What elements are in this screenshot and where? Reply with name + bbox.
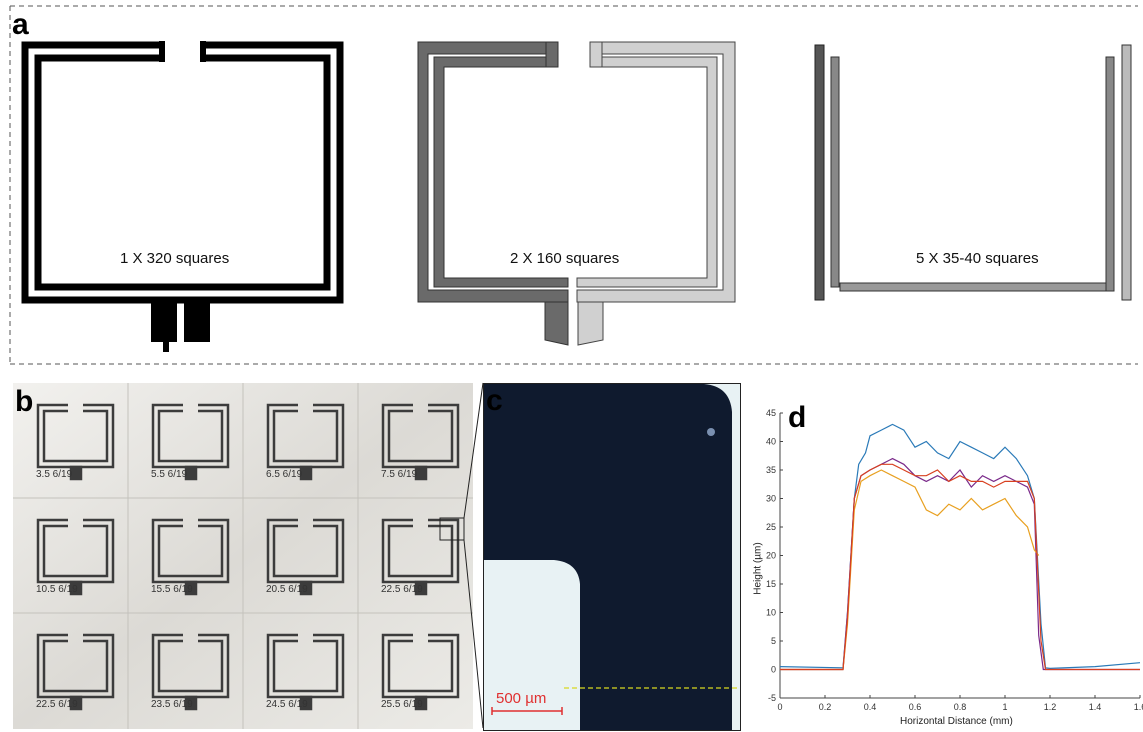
y-tick-label: 40 (766, 437, 776, 447)
printed-antenna-inner (157, 639, 224, 693)
printed-antenna-inner (157, 524, 224, 578)
printed-antenna-inner (387, 639, 454, 693)
y-tick-label: 20 (766, 551, 776, 561)
printed-antenna-inner (272, 524, 339, 578)
micrograph-image (484, 384, 740, 730)
antenna-feed (184, 465, 198, 481)
scale-bar-label: 500 µm (496, 690, 547, 707)
antenna-design-3 (814, 44, 1132, 301)
antenna-feed (414, 465, 428, 481)
x-tick-label: 0.8 (954, 702, 967, 712)
series-line-2 (780, 457, 1140, 671)
printed-antenna-inner (387, 524, 454, 578)
antenna-feed (69, 580, 83, 596)
x-tick-label: 0.6 (909, 702, 922, 712)
x-tick-label: 0.2 (819, 702, 832, 712)
y-tick-label: 5 (771, 636, 776, 646)
height-profile-chart: 00.20.40.60.811.21.41.6-5051015202530354… (766, 408, 1143, 712)
tile-label: 23.5 6/19 (151, 699, 193, 710)
tile-label: 3.5 6/19 (36, 469, 73, 480)
panel-b-letter: b (15, 385, 34, 418)
printed-antenna-inner (157, 409, 224, 463)
printed-antenna-inner (42, 524, 109, 578)
antenna-feed (299, 465, 313, 481)
tile-label: 20.5 6/19 (266, 584, 308, 595)
design-3-caption: 5 X 35-40 squares (916, 250, 1039, 267)
tile-label: 15.5 6/19 (151, 584, 193, 595)
zoom-connector (463, 382, 484, 729)
panel-d-chart: d 00.20.40.60.811.21.41.6-50510152025303… (750, 383, 1143, 732)
series-line-4 (780, 463, 1140, 671)
tile-label: 22.5 6/19 (381, 584, 423, 595)
printed-antenna-inner (42, 409, 109, 463)
tile-label: 5.5 6/19 (151, 469, 188, 480)
printed-antenna-inner (42, 639, 109, 693)
printed-antenna-inner (272, 409, 339, 463)
antenna-feed (69, 695, 83, 711)
x-tick-label: 0 (777, 702, 782, 712)
panel-b-photo: 3.5 6/19 5.5 6/19 6.5 6/19 7.5 6/19 10.5 6/1… (13, 383, 473, 729)
antenna-design-2 (417, 41, 736, 346)
antenna-feed (69, 465, 83, 481)
tile-label: 24.5 6/19 (266, 699, 308, 710)
y-tick-label: 10 (766, 608, 776, 618)
x-tick-label: 1.4 (1089, 702, 1102, 712)
antenna-design-1 (21, 41, 344, 352)
design-2-caption: 2 X 160 squares (510, 250, 620, 267)
y-tick-label: -5 (768, 693, 776, 703)
panel-c-letter: c (486, 384, 503, 417)
panel-c-micrograph: c 500 µm (483, 383, 741, 731)
x-tick-label: 1.6 (1134, 702, 1143, 712)
x-tick-label: 0.4 (864, 702, 877, 712)
antenna-feed (299, 695, 313, 711)
x-tick-label: 1.2 (1044, 702, 1057, 712)
x-tick-label: 1 (1002, 702, 1007, 712)
y-axis-label: Height (µm) (752, 542, 764, 595)
antenna-feed (299, 580, 313, 596)
photo-tiles (13, 383, 473, 729)
x-axis-label: Horizontal Distance (mm) (900, 716, 1013, 727)
antenna-feed (184, 695, 198, 711)
y-tick-label: 45 (766, 408, 776, 418)
design-1-caption: 1 X 320 squares (120, 250, 230, 267)
tile-label: 7.5 6/19 (381, 469, 418, 480)
series-line-1 (779, 423, 1141, 670)
y-tick-label: 0 (771, 665, 776, 675)
antenna-feed (184, 580, 198, 596)
antenna-feed (414, 695, 428, 711)
tile-label: 10.5 6/19 (36, 584, 78, 595)
y-tick-label: 35 (766, 465, 776, 475)
panel-a-letter: a (12, 8, 29, 41)
printed-antenna-inner (387, 409, 454, 463)
series-line-3 (780, 469, 1040, 671)
panel-d-letter: d (788, 401, 807, 434)
panel-a-frame (9, 5, 1138, 365)
antenna-feed (414, 580, 428, 596)
y-tick-label: 25 (766, 522, 776, 532)
tile-label: 22.5 6/19 (36, 699, 78, 710)
tile-label: 6.5 6/19 (266, 469, 303, 480)
y-tick-label: 15 (766, 579, 776, 589)
y-tick-label: 30 (766, 494, 776, 504)
printed-antenna-inner (272, 639, 339, 693)
tile-label: 25.5 6/19 (381, 699, 423, 710)
